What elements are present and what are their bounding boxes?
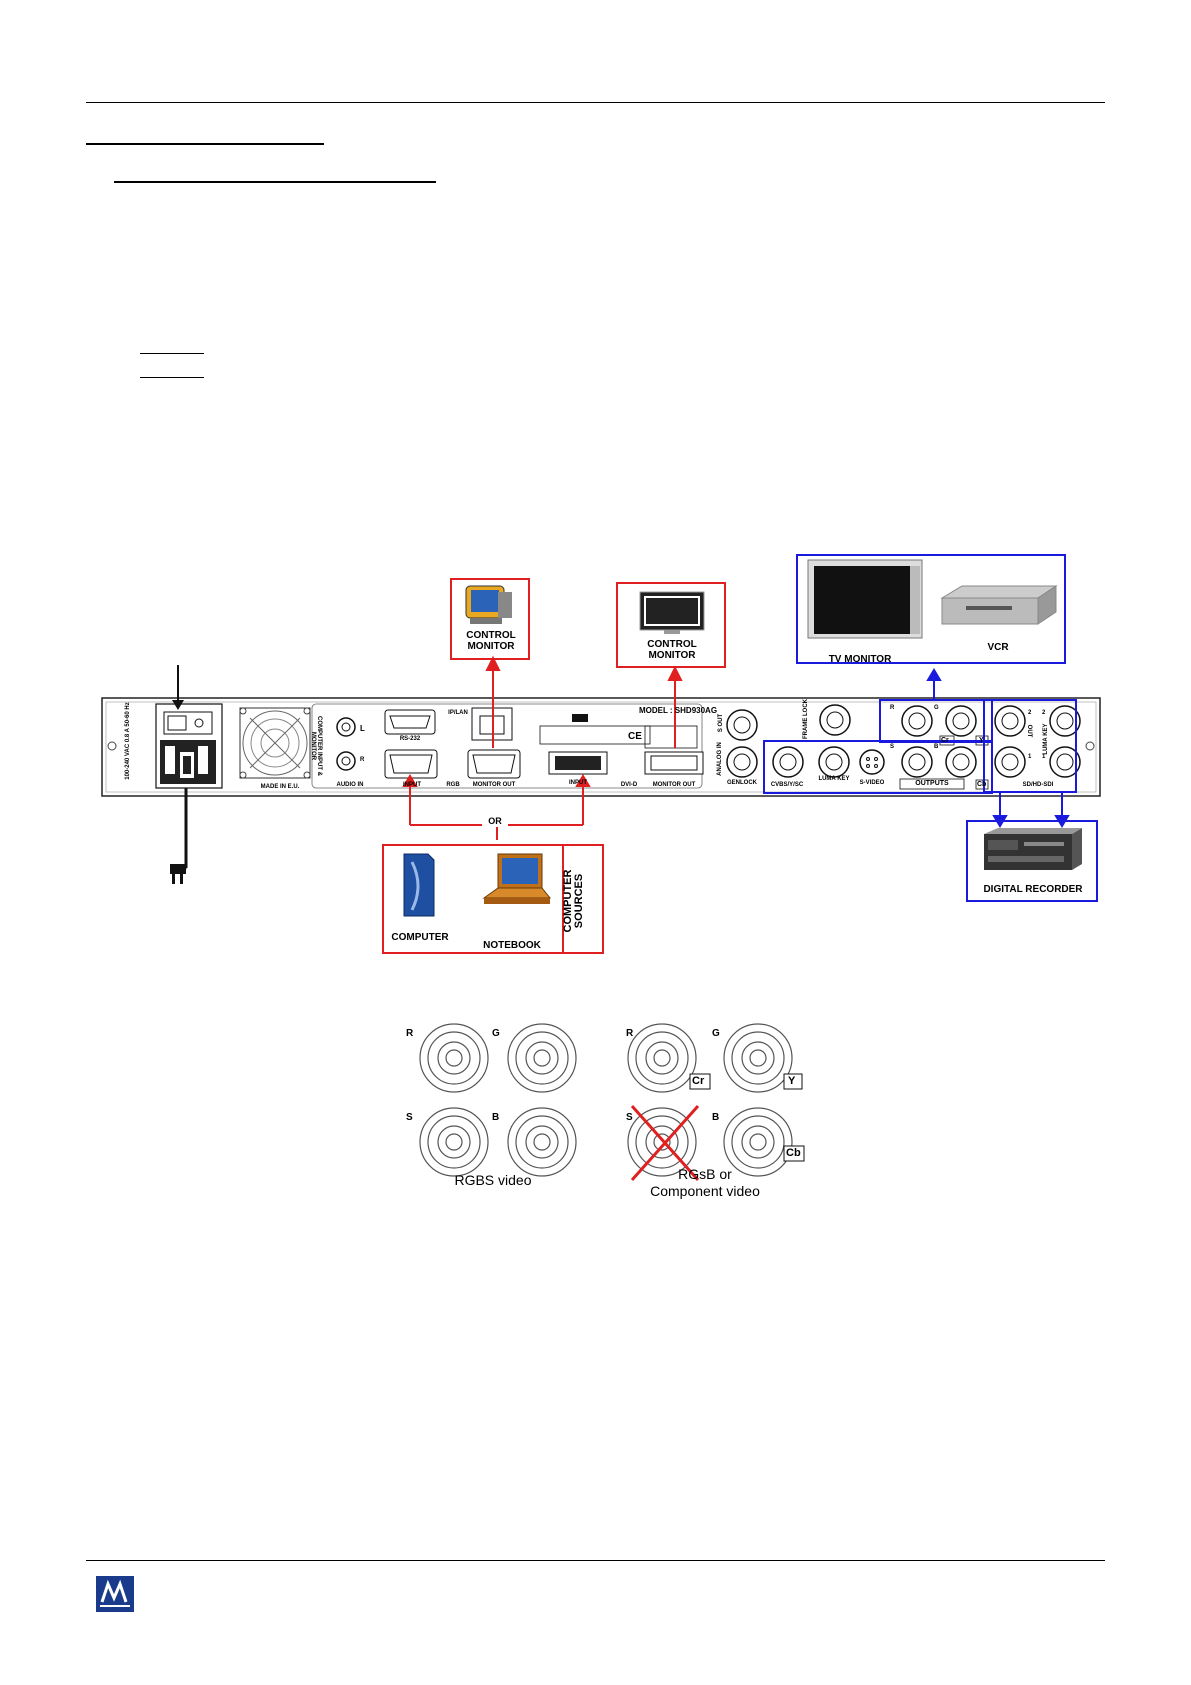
left-g-label: G [492, 1028, 500, 1039]
computer-input-label: COMPUTER INPUT & MONITOR [310, 716, 322, 776]
rear-panel [101, 697, 1101, 797]
header-rule [86, 102, 1105, 103]
right-cr-tag: Cr [692, 1075, 705, 1087]
note-underline-2 [140, 377, 204, 378]
tv-vcr-box: TV MONITOR VCR [796, 554, 1066, 665]
audio-in-label: AUDIO IN [336, 782, 364, 788]
audio-r-label: R [360, 757, 365, 763]
or-label: OR [482, 816, 508, 827]
connection-diagram: CONTROL MONITOR CONTROL MONITOR TV MONIT… [0, 540, 1191, 980]
right-caption-line2: Component video [650, 1183, 760, 1199]
frame-lock-label: FRAME LOCK [803, 699, 809, 739]
power-rating-label: 100-240 VAC 0.8 A 50-60 Hz [125, 702, 131, 780]
analog-in-label: ANALOG IN [717, 742, 723, 776]
tag-y: Y [979, 737, 984, 744]
notebook-icon [482, 853, 552, 904]
tv-monitor-label: TV MONITOR [828, 654, 892, 665]
rgb-input-label: INPUT [403, 782, 421, 788]
left-r-label: R [406, 1028, 414, 1039]
right-s-label: S [626, 1112, 633, 1123]
rs232-label: RS-232 [399, 736, 421, 742]
red-connection-lines [402, 655, 683, 840]
vcr-icon [940, 585, 1058, 625]
luma-key-1-label: 1 [1042, 754, 1046, 760]
crt-monitor-icon [465, 585, 512, 624]
computer-sources-divider [562, 846, 564, 952]
dvi-input-label: INPUT [569, 780, 587, 786]
right-r-label: R [626, 1028, 634, 1039]
s-video-label: S-VIDEO [859, 780, 885, 786]
digital-recorder-icon [984, 828, 1082, 870]
computer-sources-box: COMPUTER NOTEBOOK COMPUTER SOURCES [382, 844, 604, 954]
sdi-outputs-outline [983, 699, 1077, 793]
sdi-hdsdi-label: SD/HD-SDI [1022, 782, 1054, 788]
footer-rule [86, 1560, 1105, 1561]
dvi-label: DVI-D [620, 782, 638, 788]
left-b-label: B [492, 1112, 500, 1123]
notebook-label: NOTEBOOK [483, 940, 541, 951]
outputs-label: OUTPUTS [915, 780, 949, 787]
tag-cb: Cb [977, 781, 987, 788]
luma-key-label: LUMA KEY [818, 776, 850, 782]
control-monitor-crt-label: CONTROL MONITOR [466, 630, 516, 652]
genlock-label: GENLOCK [727, 780, 757, 786]
ce-label: CE [628, 731, 642, 742]
video-outputs-outline [763, 740, 993, 794]
luma-key-sdi-label: LUMA KEY [1043, 723, 1049, 755]
rgb-out-b-label: B [934, 744, 939, 750]
s-out-label: S OUT [718, 713, 724, 733]
control-monitor-crt-box: CONTROL MONITOR [450, 578, 530, 660]
tag-cr: Cr [941, 737, 949, 744]
bnc-legend: R G S B RGBS video R G S B Cr Y Cb RGsB … [400, 1020, 820, 1210]
right-caption-line1: RGsB or [678, 1166, 732, 1182]
luma-key-2-label: 2 [1042, 710, 1046, 716]
computer-sources-label: COMPUTER SOURCES [562, 869, 585, 933]
computer-label: COMPUTER [391, 932, 449, 943]
tv-monitor-icon [807, 559, 923, 639]
rgb-out-s-label: S [890, 744, 895, 750]
digital-recorder-box: DIGITAL RECORDER [966, 820, 1098, 902]
audio-l-label: L [360, 724, 365, 733]
rgb-monitor-out-label: MONITOR OUT [472, 782, 516, 788]
sdi-out-2-label: 2 [1028, 710, 1032, 716]
right-cb-tag: Cb [786, 1147, 801, 1159]
model-label: MODEL : SHD930AG [638, 706, 718, 715]
rgb-out-g-label: G [934, 705, 939, 711]
right-g-label: G [712, 1028, 720, 1039]
company-logo [96, 1576, 134, 1612]
rgb-label: RGB [446, 782, 460, 788]
vcr-label: VCR [987, 642, 1009, 653]
right-b-label: B [712, 1112, 720, 1123]
right-y-tag: Y [788, 1075, 796, 1087]
rgb-out-r-label: R [890, 705, 895, 711]
s-disabled-cross [630, 1105, 700, 1181]
out-label: OUT [1026, 724, 1032, 738]
digital-recorder-label: DIGITAL RECORDER [983, 884, 1083, 895]
computer-tower-icon [403, 853, 435, 917]
sdi-out-1-label: 1 [1028, 754, 1032, 760]
left-caption: RGBS video [454, 1172, 532, 1188]
subsection-heading-underline [114, 181, 436, 183]
cvbs-label: CVBS/Y/SC [770, 782, 804, 788]
ip-lan-label: IP/LAN [448, 710, 468, 716]
made-in-label: MADE IN E.U. [260, 784, 300, 790]
control-monitor-lcd-box: CONTROL MONITOR [616, 582, 726, 668]
control-monitor-lcd-label: CONTROL MONITOR [647, 639, 697, 661]
left-s-label: S [406, 1112, 413, 1123]
lcd-monitor-icon [639, 591, 705, 634]
dvi-monitor-out-label: MONITOR OUT [652, 782, 696, 788]
section-heading-underline [86, 143, 324, 145]
note-underline-1 [140, 353, 204, 354]
